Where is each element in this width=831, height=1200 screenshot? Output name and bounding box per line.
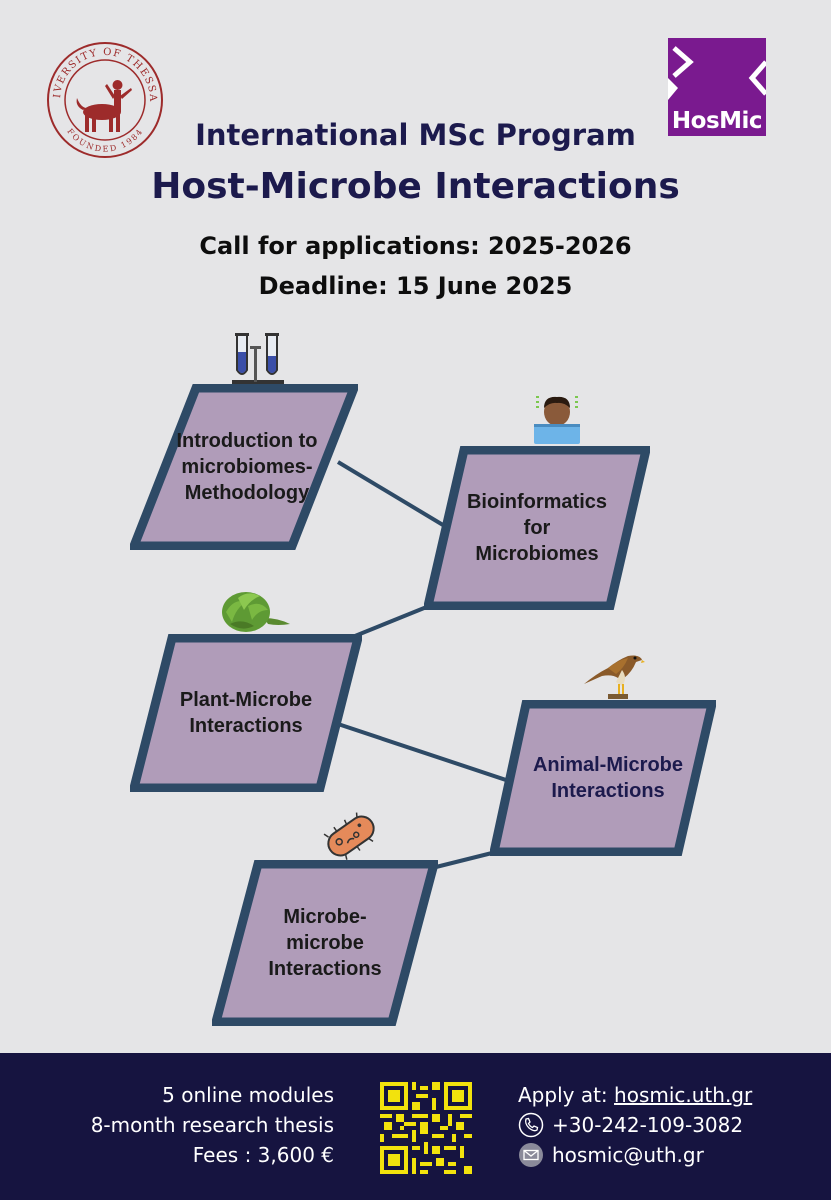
artichoke-icon (222, 592, 290, 632)
program-title: Host-Microbe Interactions (151, 166, 680, 207)
module-connectors (331, 460, 513, 870)
technologist-icon (534, 396, 580, 444)
hawk-icon (584, 655, 645, 699)
centaur-icon (76, 80, 132, 132)
phone-icon (518, 1112, 544, 1138)
university-seal: UNIVERSITY OF THESSALY FOUNDED 1984 (40, 32, 165, 160)
microbe-icon (323, 812, 375, 860)
program-heading: International MSc Program (195, 118, 636, 152)
fees: Fees : 3,600 € (192, 1143, 334, 1167)
modules-count: 5 online modules (162, 1083, 334, 1107)
test-tubes-icon (232, 333, 284, 384)
connector-line (349, 602, 435, 640)
connector-line (331, 720, 513, 784)
research-thesis: 8-month research thesis (90, 1113, 334, 1137)
call-for-applications: Call for applications: 2025-2026 (199, 232, 632, 260)
phone-number[interactable]: +30-242-109-3082 (552, 1113, 744, 1137)
email-row: hosmic@uth.gr (518, 1140, 752, 1170)
apply-row: Apply at: hosmic.uth.gr (518, 1080, 752, 1110)
apply-label: Apply at: (518, 1083, 608, 1107)
hosmic-logo-text: HosMic (671, 108, 763, 134)
phone-row: +30-242-109-3082 (518, 1110, 752, 1140)
deadline: Deadline: 15 June 2025 (258, 272, 573, 300)
apply-link[interactable]: hosmic.uth.gr (614, 1083, 753, 1107)
program-summary: 5 online modules 8-month research thesis… (91, 1080, 334, 1170)
connector-line (431, 850, 497, 870)
hosmic-logo: HosMic (668, 38, 766, 136)
contact-info: Apply at: hosmic.uth.gr +30-242-109-3082… (518, 1080, 752, 1170)
connector-line (336, 460, 450, 530)
mail-icon (519, 1143, 543, 1167)
qr-code-icon (380, 1082, 472, 1174)
email-address[interactable]: hosmic@uth.gr (552, 1143, 704, 1167)
